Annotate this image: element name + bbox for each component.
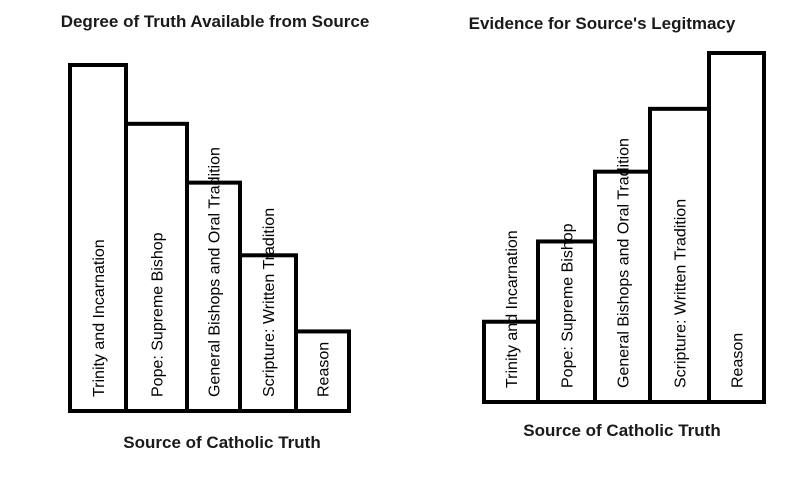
chart-degree-of-truth: Degree of Truth Available from SourceTri… <box>61 12 370 452</box>
bar-3 <box>648 106 711 404</box>
bar-2 <box>185 180 242 413</box>
x-axis-label: Source of Catholic Truth <box>523 421 720 440</box>
bar-label-1: Pope: Supreme Bishop <box>150 232 167 397</box>
x-axis-label: Source of Catholic Truth <box>123 433 320 452</box>
bar-label-1: Pope: Supreme Bishop <box>560 223 577 388</box>
bar-4 <box>294 329 351 414</box>
bar-label-4: Reason <box>316 342 333 397</box>
bar-label-3: Scripture: Written Tradition <box>673 199 690 388</box>
bar-4 <box>707 51 766 404</box>
bar-0 <box>68 63 128 413</box>
bar-label-0: Trinity and Incarnation <box>91 239 108 397</box>
bar-label-0: Trinity and Incarnation <box>504 230 521 388</box>
bar-label-3: Scripture: Written Tradition <box>261 208 278 397</box>
bar-label-4: Reason <box>730 333 747 388</box>
bar-label-2: General Bishops and Oral Tradition <box>207 147 224 397</box>
bar-label-2: General Bishops and Oral Tradition <box>616 138 633 388</box>
chart-title: Degree of Truth Available from Source <box>61 12 370 31</box>
bar-2 <box>593 169 652 404</box>
bar-1 <box>536 239 597 404</box>
bar-1 <box>124 121 189 413</box>
chart-title: Evidence for Source's Legitmacy <box>469 14 736 33</box>
